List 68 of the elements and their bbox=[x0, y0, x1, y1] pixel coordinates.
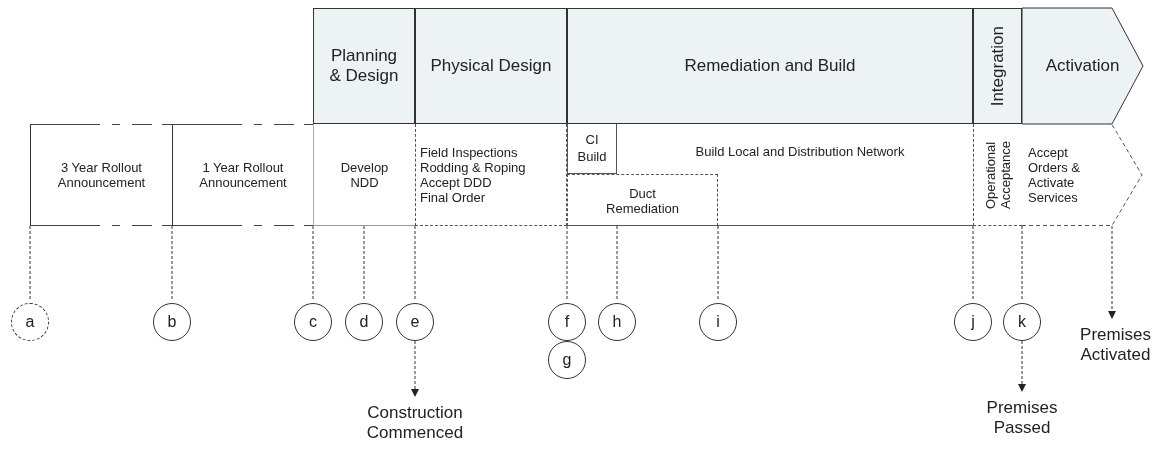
phase-header bbox=[313, 8, 415, 124]
leader-line bbox=[1021, 225, 1023, 302]
arrow bbox=[411, 340, 419, 397]
callout-letter bbox=[954, 303, 992, 341]
task-item: Accept DDD bbox=[420, 174, 492, 190]
task-item: Field Inspections bbox=[420, 144, 518, 160]
leader-line bbox=[616, 225, 618, 302]
task-text: Operational Acceptance bbox=[983, 139, 1013, 211]
callout-letter bbox=[345, 303, 383, 341]
callout-letter bbox=[11, 303, 49, 341]
task-item: Final Order bbox=[420, 189, 486, 205]
task-text: Accept Orders & Activate Services bbox=[1028, 145, 1081, 205]
task-text: Build Local and Distribution Network bbox=[695, 144, 905, 159]
milestone-label: Premises Activated bbox=[1079, 325, 1152, 365]
callout-text: g bbox=[562, 351, 572, 369]
leader-line bbox=[363, 225, 365, 302]
phase-header bbox=[567, 8, 973, 124]
task-text: Develop NDD bbox=[340, 159, 389, 190]
callout-text: b bbox=[167, 313, 177, 331]
phase-title: Physical Design bbox=[430, 56, 552, 76]
arrow bbox=[1018, 340, 1026, 392]
callout-letter bbox=[699, 303, 737, 341]
leader-line bbox=[29, 225, 31, 302]
leader-line bbox=[566, 225, 568, 302]
callout-letter bbox=[598, 303, 636, 341]
task-text: Duct Remediation bbox=[606, 185, 679, 216]
milestone-box bbox=[30, 124, 172, 226]
callout-letter bbox=[396, 303, 434, 341]
task-box bbox=[567, 174, 718, 226]
phase-header bbox=[415, 8, 567, 124]
milestone-text: 1 Year Rollout Announcement bbox=[198, 160, 288, 190]
task-box bbox=[567, 124, 617, 174]
leader-line bbox=[972, 225, 974, 302]
phase-header bbox=[973, 8, 1022, 124]
phase-arrow-header bbox=[1022, 8, 1143, 124]
milestone-label: Construction Commenced bbox=[365, 403, 465, 443]
callout-text: j bbox=[971, 313, 975, 331]
task-item: Rodding & Roping bbox=[420, 159, 526, 175]
task-box bbox=[313, 124, 415, 226]
callout-text: c bbox=[309, 313, 317, 331]
leader-line bbox=[414, 225, 416, 302]
leader-line bbox=[717, 225, 719, 302]
phase-title: Integration bbox=[987, 25, 1008, 107]
task-box bbox=[973, 124, 1022, 226]
callout-text: h bbox=[612, 313, 622, 331]
arrow bbox=[1108, 225, 1116, 319]
leader-line bbox=[171, 225, 173, 302]
callout-text: d bbox=[359, 313, 369, 331]
phase-title: Planning & Design bbox=[328, 46, 400, 86]
callout-text: a bbox=[25, 313, 35, 331]
phase-title: Activation bbox=[1045, 56, 1120, 76]
milestone-box bbox=[172, 124, 313, 226]
callout-letter bbox=[294, 303, 332, 341]
callout-text: f bbox=[564, 313, 570, 331]
callout-letter bbox=[153, 303, 191, 341]
milestone-label: Premises Passed bbox=[985, 398, 1059, 438]
callout-text: e bbox=[410, 313, 420, 331]
leader-line bbox=[312, 225, 314, 302]
phase-title: Remediation and Build bbox=[684, 56, 856, 76]
task-text: CI Build bbox=[576, 132, 608, 165]
callout-letter bbox=[548, 303, 586, 341]
callout-letter bbox=[1003, 303, 1041, 341]
build-region bbox=[567, 124, 973, 226]
callout-text: k bbox=[1018, 313, 1026, 331]
callout-text: i bbox=[716, 313, 720, 331]
task-box bbox=[415, 124, 567, 226]
milestone-text: 3 Year Rollout Announcement bbox=[56, 160, 147, 190]
callout-letter bbox=[548, 341, 586, 379]
